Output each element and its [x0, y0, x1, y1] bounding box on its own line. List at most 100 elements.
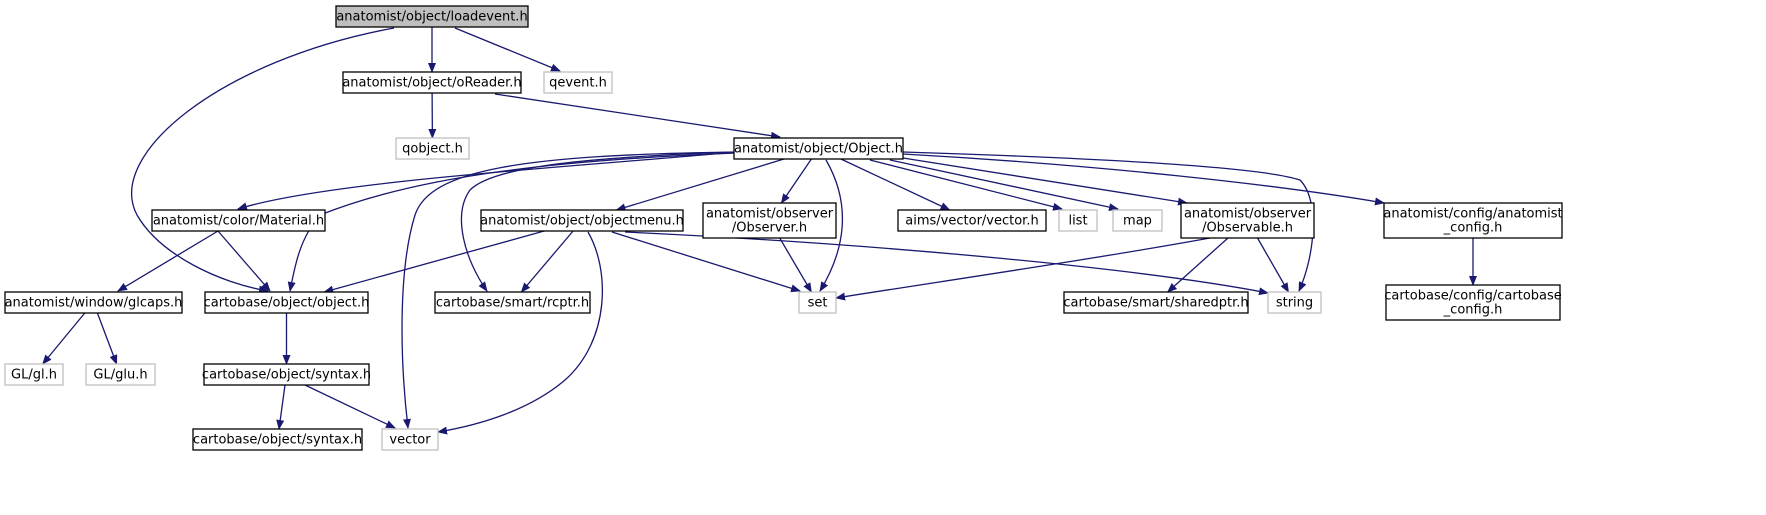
edge-Object-to-vector: [401, 151, 737, 429]
node-box-Object: [733, 137, 904, 160]
edge-objectmenu-to-vector: [437, 231, 604, 435]
node-Object[interactable]: anatomist/object/Object.h: [733, 137, 904, 160]
edge-Object-to-map: [889, 159, 1119, 212]
node-box-rcptr: [434, 291, 591, 314]
node-cartoconfig[interactable]: cartobase/config/cartobase_config.h: [1384, 284, 1562, 321]
node-box-glu: [85, 363, 156, 386]
edge-Object-to-Observer: [780, 158, 812, 204]
node-box-Observable: [1180, 202, 1315, 239]
node-label-anaconfig: anatomist/config/anatomist: [1383, 207, 1562, 222]
edge-objectmenu-to-set: [611, 231, 801, 293]
node-box-loadevent: [335, 5, 529, 28]
node-box-oReader: [342, 71, 522, 94]
node-label-cartoconfig: cartobase/config/cartobase: [1384, 289, 1562, 304]
node-cartoobject[interactable]: cartobase/object/object.h: [204, 291, 370, 314]
nodes-layer: anatomist/object/loadevent.h anatomist/ob…: [4, 5, 1563, 451]
edge-objectmenu-to-cartoobject: [323, 230, 545, 294]
edge-Material-to-cartoobject: [217, 230, 271, 292]
node-rcptr[interactable]: cartobase/smart/rcptr.h: [434, 291, 591, 314]
node-label-glu: GL/glu.h: [93, 368, 147, 383]
edge-Object-to-string: [902, 151, 1314, 292]
node-oReader[interactable]: anatomist/object/oReader.h: [342, 71, 522, 94]
node-label-cartoconfig: _config.h: [1443, 303, 1503, 318]
node-label-oReader: anatomist/object/oReader.h: [342, 76, 521, 91]
edge-oReader-to-Object: [494, 93, 781, 140]
node-label-objectmenu: anatomist/object/objectmenu.h: [480, 214, 684, 229]
node-map: map: [1112, 209, 1163, 232]
node-box-vector: [381, 428, 439, 451]
edge-objectmenu-to-rcptr: [520, 230, 574, 293]
edge-Object-to-Material: [237, 151, 737, 211]
node-aimsvector[interactable]: aims/vector/vector.h: [897, 209, 1047, 232]
node-box-string: [1267, 291, 1322, 314]
node-box-Observer: [702, 202, 837, 239]
edge-Object-to-set: [819, 159, 844, 292]
edge-Object-to-objectmenu: [615, 158, 785, 212]
node-label-Material: anatomist/color/Material.h: [153, 214, 324, 229]
edge-Observable-to-string: [1256, 237, 1290, 293]
node-Observer[interactable]: anatomist/observer/Observer.h: [702, 202, 837, 239]
edge-loadevent-to-qevent: [454, 27, 561, 72]
node-box-qobject: [395, 137, 470, 160]
node-label-sharedptr: cartobase/smart/sharedptr.h: [1063, 296, 1248, 311]
node-Material[interactable]: anatomist/color/Material.h: [151, 209, 326, 232]
edge-Object-to-cartoobject: [287, 152, 737, 292]
node-qevent: qevent.h: [543, 71, 613, 94]
node-objectmenu[interactable]: anatomist/object/objectmenu.h: [480, 209, 684, 232]
node-box-syntax1: [203, 363, 370, 386]
node-box-qevent: [543, 71, 613, 94]
node-list: list: [1058, 209, 1098, 232]
node-label-vector: vector: [389, 433, 431, 448]
node-syntax2[interactable]: cartobase/object/syntax.h: [192, 428, 363, 451]
edge-Material-to-glcaps: [117, 230, 219, 292]
edge-Observable-to-set: [835, 237, 1211, 301]
node-sharedptr[interactable]: cartobase/smart/sharedptr.h: [1063, 291, 1249, 314]
node-box-map: [1112, 209, 1163, 232]
edge-Object-to-anaconfig: [902, 153, 1385, 206]
node-box-glcaps: [4, 291, 183, 314]
node-box-cartoobject: [204, 291, 369, 314]
node-syntax1[interactable]: cartobase/object/syntax.h: [202, 363, 371, 386]
node-label-syntax2: cartobase/object/syntax.h: [193, 433, 362, 448]
edge-Object-to-rcptr: [460, 151, 737, 292]
edge-glcaps-to-glu: [96, 312, 118, 365]
node-box-objectmenu: [480, 209, 684, 232]
edge-glcaps-to-gl: [42, 312, 86, 365]
node-box-Material: [151, 209, 326, 232]
node-label-Observable: anatomist/observer: [1184, 207, 1312, 222]
edge-Object-to-Observable: [902, 157, 1188, 206]
node-label-set: set: [808, 296, 828, 311]
node-label-map: map: [1123, 214, 1152, 229]
node-label-rcptr: cartobase/smart/rcptr.h: [436, 296, 589, 311]
node-gl: GL/gl.h: [4, 363, 64, 386]
node-qobject: qobject.h: [395, 137, 470, 160]
node-label-loadevent: anatomist/object/loadevent.h: [336, 10, 527, 25]
edge-Object-to-aimsvector: [840, 158, 951, 211]
edge-objectmenu-to-string: [624, 231, 1269, 296]
node-label-string: string: [1276, 296, 1313, 311]
node-label-list: list: [1068, 214, 1087, 229]
node-label-glcaps: anatomist/window/glcaps.h: [5, 296, 183, 311]
node-vector: vector: [381, 428, 439, 451]
node-box-aimsvector: [897, 209, 1047, 232]
edges-layer: [42, 27, 1477, 435]
node-set: set: [798, 291, 837, 314]
node-string: string: [1267, 291, 1322, 314]
node-box-set: [798, 291, 837, 314]
edge-Object-to-list: [869, 159, 1063, 211]
node-label-qobject: qobject.h: [402, 142, 463, 157]
node-label-gl: GL/gl.h: [11, 368, 57, 383]
node-label-Observer: /Observer.h: [732, 221, 807, 236]
node-label-syntax1: cartobase/object/syntax.h: [202, 368, 371, 383]
node-box-anaconfig: [1383, 202, 1563, 239]
edge-syntax1-to-syntax2: [276, 384, 286, 430]
node-glcaps[interactable]: anatomist/window/glcaps.h: [4, 291, 183, 314]
node-label-Object: anatomist/object/Object.h: [734, 142, 903, 157]
node-Observable[interactable]: anatomist/observer/Observable.h: [1180, 202, 1315, 239]
node-label-Observable: /Observable.h: [1202, 221, 1293, 236]
node-anaconfig[interactable]: anatomist/config/anatomist_config.h: [1383, 202, 1563, 239]
edge-loadevent-to-cartoobject: [131, 27, 395, 294]
node-loadevent[interactable]: anatomist/object/loadevent.h: [335, 5, 529, 28]
node-box-syntax2: [192, 428, 363, 451]
